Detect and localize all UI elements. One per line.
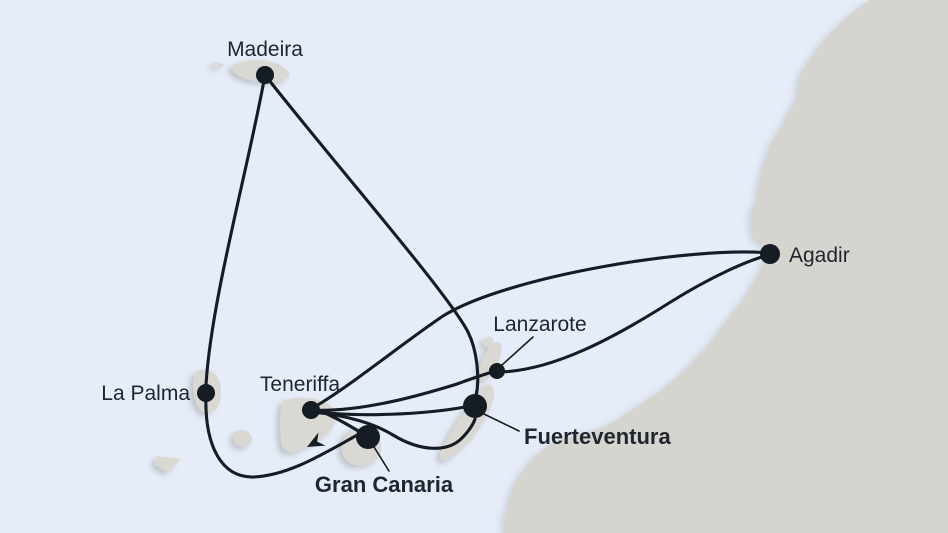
- callout-line-lanzarote: [501, 336, 534, 366]
- route-la-palma-to-gran-canaria: [204, 391, 363, 479]
- port-dot-teneriffa: [302, 401, 320, 419]
- port-dot-lanzarote: [489, 363, 505, 379]
- label-callout-lines: [373, 336, 534, 472]
- callout-line-fuerteventura: [483, 413, 520, 432]
- route-lines: [204, 73, 772, 479]
- port-label-gran-canaria: Gran Canaria: [315, 472, 454, 497]
- port-dot-agadir: [760, 244, 780, 264]
- port-dot-la-palma: [197, 384, 215, 402]
- landmass-africa-coast: [503, 0, 948, 533]
- island-lanzarote-islet: [483, 336, 494, 347]
- port-dot-madeira: [256, 66, 274, 84]
- port-dot-gran-canaria: [356, 425, 380, 449]
- route-madeira-to-la-palma: [204, 73, 267, 387]
- island-lanzarote: [478, 342, 502, 381]
- port-label-agadir: Agadir: [789, 244, 850, 267]
- arrowhead-icon: [307, 432, 326, 447]
- port-label-lanzarote: Lanzarote: [493, 313, 586, 336]
- route-teneriffa-to-lanzarote: [310, 370, 494, 412]
- island-la-gomera: [233, 430, 252, 448]
- port-dot-fuerteventura: [463, 394, 487, 418]
- island-madeira-islet: [212, 62, 224, 68]
- callout-line-gran-canaria: [373, 446, 390, 472]
- island-el-hierro: [155, 456, 181, 473]
- port-label-la-palma: La Palma: [101, 382, 190, 405]
- route-teneriffa-to-agadir: [309, 250, 772, 411]
- route-madeira-to-fuerteventura: [263, 73, 480, 398]
- port-label-teneriffa: Teneriffa: [260, 373, 340, 396]
- port-label-fuerteventura: Fuerteventura: [524, 424, 671, 449]
- port-label-madeira: Madeira: [227, 38, 303, 61]
- route-teneriffa-to-fuerteventura-south: [309, 410, 477, 450]
- route-direction-arrow: [307, 432, 326, 447]
- route-lanzarote-to-agadir: [495, 253, 771, 374]
